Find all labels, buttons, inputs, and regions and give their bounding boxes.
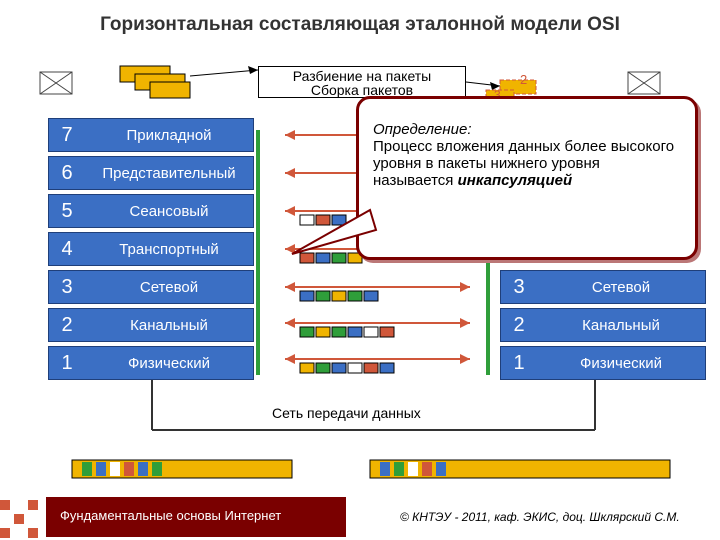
left-layer-5: 5 Сеансовый xyxy=(48,194,254,228)
left-layer-6: 6 Представительный xyxy=(48,156,254,190)
left-layer-1: 1 Физический xyxy=(48,346,254,380)
packet-cell xyxy=(299,252,315,264)
packet-cell xyxy=(299,362,315,374)
callout-term: инкапсуляцией xyxy=(457,172,573,189)
layer-name: Сетевой xyxy=(591,278,651,296)
layer-name: Физический xyxy=(127,354,211,372)
packet-cell xyxy=(379,362,395,374)
layer-number: 2 xyxy=(513,313,525,336)
layer-number: 4 xyxy=(61,237,73,260)
arrow-head xyxy=(285,318,295,328)
left-layer-7: 7 Прикладной xyxy=(48,118,254,152)
reassembly-label: Сборка пакетов xyxy=(310,82,414,98)
packet-cell xyxy=(315,290,331,302)
arrow-head xyxy=(285,130,295,140)
left-layer-3: 3 Сетевой xyxy=(48,270,254,304)
layer-name: Представительный xyxy=(102,164,236,182)
layer-name: Сеансовый xyxy=(129,202,209,220)
packet-cell xyxy=(363,290,379,302)
packet-marker-3: 3 xyxy=(494,88,501,102)
layer-name: Канальный xyxy=(582,316,660,334)
layer-name: Физический xyxy=(579,354,663,372)
footer-copyright: © КНТЭУ - 2011, каф. ЭКИС, доц. Шклярски… xyxy=(400,510,680,524)
bottom-packet-strip-left xyxy=(71,459,293,479)
layer-name: Сетевой xyxy=(139,278,199,296)
arrow-head xyxy=(285,206,295,216)
packet-cell xyxy=(299,290,315,302)
packet-cell xyxy=(331,214,347,226)
left-layer-2: 2 Канальный xyxy=(48,308,254,342)
arrow-head xyxy=(285,282,295,292)
arrow-head xyxy=(460,354,470,364)
layer-name: Транспортный xyxy=(119,240,219,258)
packet-cell xyxy=(299,326,315,338)
packet-marker-2: 2 xyxy=(520,72,528,87)
packet-cell xyxy=(347,362,363,374)
packet-cell xyxy=(331,252,347,264)
envelope-icon xyxy=(627,71,661,95)
right-layer-3: 3 Сетевой xyxy=(500,270,706,304)
fragmentation-label: Разбиение на пакеты xyxy=(292,68,432,84)
layer-number: 7 xyxy=(61,123,73,146)
right-osi-stack: 3 Сетевой 2 Канальный 1 Физический xyxy=(500,270,706,380)
layer-name: Канальный xyxy=(130,316,208,334)
fragmentation-box: Разбиение на пакеты Сборка пакетов xyxy=(258,66,466,98)
layer-number: 5 xyxy=(61,199,73,222)
layer-number: 2 xyxy=(61,313,73,336)
arrow-head xyxy=(460,318,470,328)
arrow-head xyxy=(285,244,295,254)
packet-cell xyxy=(315,252,331,264)
bottom-packet-strip-right xyxy=(369,459,671,479)
packet-stack-icon xyxy=(119,65,191,99)
packet-cell xyxy=(363,326,379,338)
layer-name: Прикладной xyxy=(126,126,212,144)
packet-cell xyxy=(315,362,331,374)
layer-number: 3 xyxy=(513,275,525,298)
packet-cell xyxy=(379,326,395,338)
arrow-head xyxy=(285,168,295,178)
packet-cell xyxy=(347,290,363,302)
callout-pointer xyxy=(291,208,378,255)
packet-cell xyxy=(315,214,331,226)
footer-course: Фундаментальные основы Интернет xyxy=(60,508,282,523)
envelope-icon xyxy=(39,71,73,95)
callout-text: Процесс вложения данных более высокого у… xyxy=(373,138,675,189)
right-layer-1: 1 Физический xyxy=(500,346,706,380)
arrow-head xyxy=(285,354,295,364)
arrow-head xyxy=(460,282,470,292)
packet-cell xyxy=(347,326,363,338)
definition-callout: Определение: Процесс вложения данных бол… xyxy=(356,96,698,260)
left-layer-4: 4 Транспортный xyxy=(48,232,254,266)
layer-number: 6 xyxy=(61,161,73,184)
layer-number: 3 xyxy=(61,275,73,298)
layer-number: 1 xyxy=(513,351,525,374)
packet-cell xyxy=(331,290,347,302)
packet-cell xyxy=(299,214,315,226)
network-label: Сеть передачи данных xyxy=(272,405,421,421)
packet-cell xyxy=(331,326,347,338)
layer-number: 1 xyxy=(61,351,73,374)
packet-cell xyxy=(315,326,331,338)
left-osi-stack: 7 Прикладной 6 Представительный 5 Сеансовый… xyxy=(48,118,254,380)
packet-cell xyxy=(331,362,347,374)
top-arrow xyxy=(189,69,259,77)
slide-title: Горизонтальная составляющая эталонной мо… xyxy=(100,14,620,35)
right-layer-2: 2 Канальный xyxy=(500,308,706,342)
callout-heading: Определение: xyxy=(373,121,472,138)
packet-cell xyxy=(363,362,379,374)
